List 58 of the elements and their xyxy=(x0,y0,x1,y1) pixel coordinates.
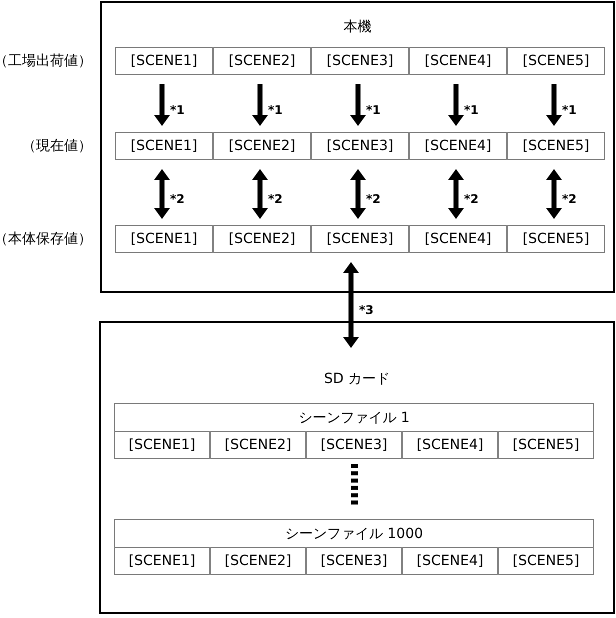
scene-cell: [SCENE4] xyxy=(402,431,498,459)
edge-label: *2 xyxy=(170,192,185,204)
arrow xyxy=(343,262,359,348)
edge-label: *2 xyxy=(464,192,479,204)
scene-file-box xyxy=(114,519,594,575)
edge-label: *2 xyxy=(562,192,577,204)
scene-cell: [SCENE2] xyxy=(213,132,311,160)
arrow xyxy=(546,169,562,219)
arrow xyxy=(448,169,464,219)
scene-cell: [SCENE2] xyxy=(210,431,306,459)
file-title: シーンファイル 1000 xyxy=(284,524,424,544)
edge-label: *3 xyxy=(359,303,374,315)
row-label: （現在値） xyxy=(22,136,92,156)
arrow xyxy=(154,84,170,126)
scene-cell: [SCENE1] xyxy=(114,431,210,459)
device-panel xyxy=(99,321,615,614)
scene-cell: [SCENE1] xyxy=(115,47,213,75)
scene-cell: [SCENE2] xyxy=(210,547,306,575)
scene-cell: [SCENE2] xyxy=(213,47,311,75)
scene-cell: [SCENE4] xyxy=(409,47,507,75)
edge-label: *2 xyxy=(268,192,283,204)
edge-label: *1 xyxy=(562,103,577,115)
scene-cell: [SCENE3] xyxy=(311,225,409,253)
scene-cell: [SCENE5] xyxy=(507,47,605,75)
arrow xyxy=(350,169,366,219)
scene-cell: [SCENE4] xyxy=(409,225,507,253)
edge-label: *1 xyxy=(268,103,283,115)
arrow xyxy=(350,84,366,126)
panel-title: 本機 xyxy=(342,18,372,37)
scene-cell: [SCENE2] xyxy=(213,225,311,253)
file-title: シーンファイル 1 xyxy=(297,408,411,428)
scene-cell: [SCENE3] xyxy=(311,132,409,160)
scene-cell: [SCENE3] xyxy=(311,47,409,75)
scene-cell: [SCENE4] xyxy=(402,547,498,575)
scene-cell: [SCENE5] xyxy=(498,431,594,459)
panel-title: SD カード xyxy=(322,370,392,389)
arrow xyxy=(546,84,562,126)
arrow xyxy=(252,84,268,126)
scene-cell: [SCENE3] xyxy=(306,431,402,459)
arrow xyxy=(252,169,268,219)
scene-cell: [SCENE5] xyxy=(498,547,594,575)
scene-cell: [SCENE1] xyxy=(114,547,210,575)
scene-cell: [SCENE5] xyxy=(507,132,605,160)
edge-label: *2 xyxy=(366,192,381,204)
arrow xyxy=(448,84,464,126)
edge-label: *1 xyxy=(366,103,381,115)
row-label: （工場出荷値） xyxy=(0,52,92,70)
arrow xyxy=(154,169,170,219)
scene-cell: [SCENE4] xyxy=(409,132,507,160)
scene-cell: [SCENE1] xyxy=(115,132,213,160)
edge-label: *1 xyxy=(464,103,479,115)
scene-cell: [SCENE5] xyxy=(507,225,605,253)
edge-label: *1 xyxy=(170,103,185,115)
row-label: （本体保存値） xyxy=(0,230,92,248)
device-panel xyxy=(100,1,615,293)
scene-file-box xyxy=(114,403,594,459)
scene-cell: [SCENE3] xyxy=(306,547,402,575)
scene-cell: [SCENE1] xyxy=(115,225,213,253)
